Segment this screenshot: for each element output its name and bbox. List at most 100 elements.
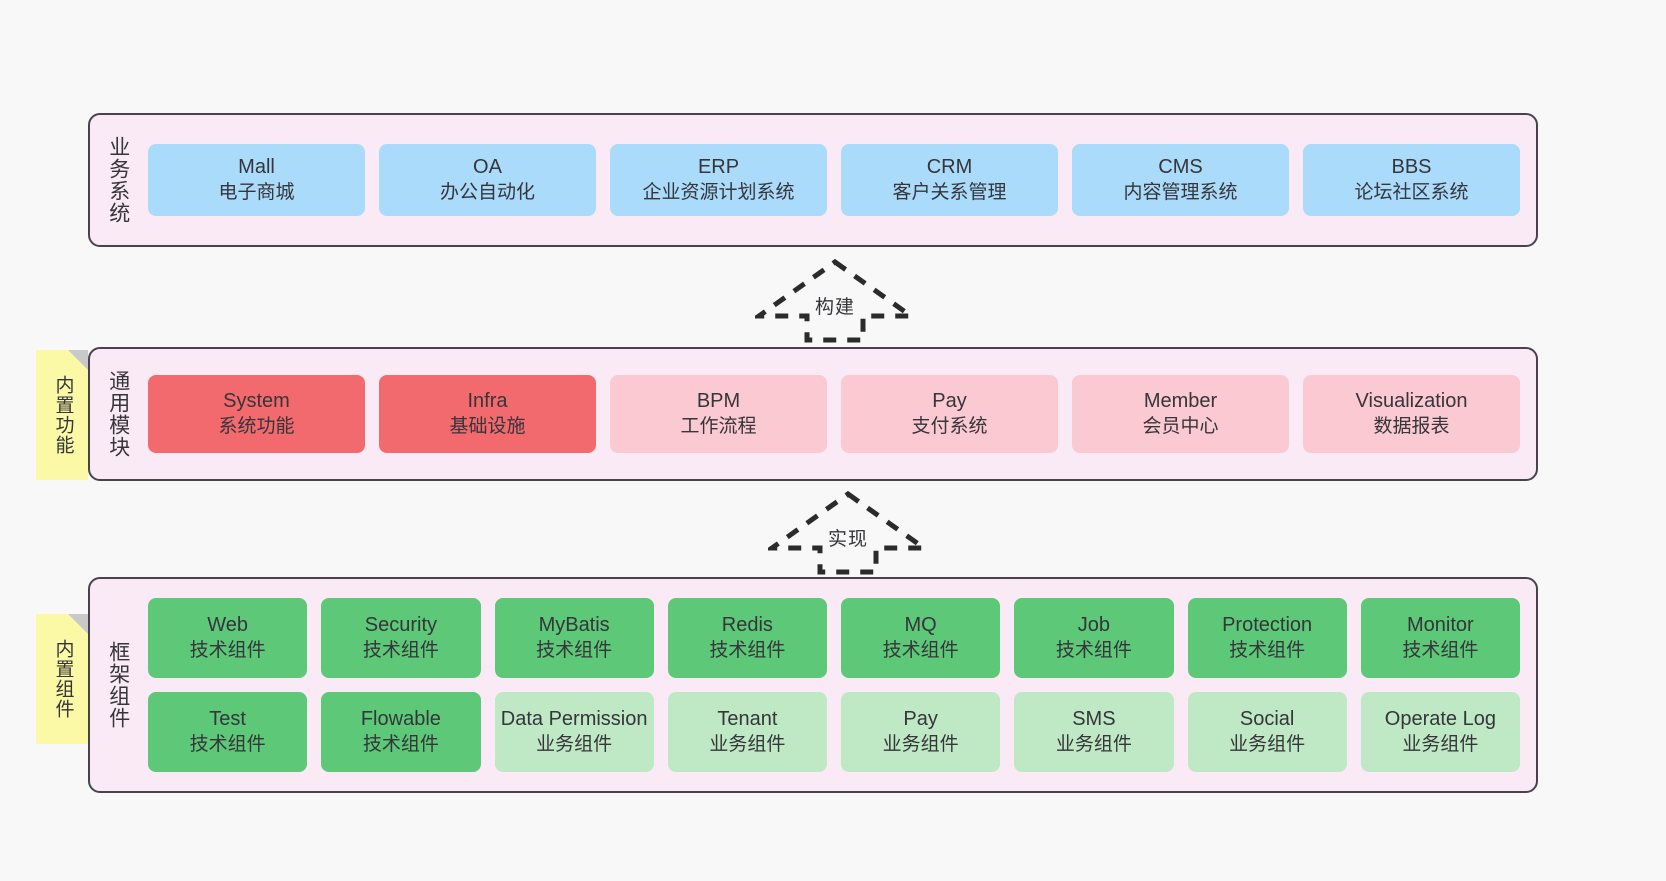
card-title-cn: 业务组件 <box>1055 733 1132 755</box>
dashed-up-arrow-icon <box>764 490 932 575</box>
card-title-cn: 系统功能 <box>218 415 295 437</box>
note-fold-corner-icon <box>68 614 88 634</box>
card-title-en: BBS <box>1391 156 1432 179</box>
card-mall[interactable]: Mall 电子商城 <box>148 144 365 216</box>
card-title-cn: 技术组件 <box>709 639 786 661</box>
card-web[interactable]: Web 技术组件 <box>148 598 308 678</box>
row-business-components: Test 技术组件 Flowable 技术组件 Data Permission … <box>148 692 1520 772</box>
card-pay-component[interactable]: Pay 业务组件 <box>841 692 1001 772</box>
card-title-en: Flowable <box>360 708 441 731</box>
card-title-cn: 技术组件 <box>1229 639 1306 661</box>
card-title-cn: 技术组件 <box>1055 639 1132 661</box>
card-title-en: Infra <box>467 390 508 413</box>
card-title-cn: 业务组件 <box>709 733 786 755</box>
card-title-en: OA <box>473 156 502 179</box>
note-builtin-components: 内置组件 <box>36 614 88 744</box>
layer-body-modules: System 系统功能 Infra 基础设施 BPM 工作流程 Pay 支付系统… <box>138 349 1536 479</box>
layer-common-modules: 通用模块 System 系统功能 Infra 基础设施 BPM 工作流程 Pay… <box>88 347 1538 481</box>
card-member[interactable]: Member 会员中心 <box>1072 375 1289 453</box>
card-flowable[interactable]: Flowable 技术组件 <box>321 692 481 772</box>
card-title-en: Web <box>207 614 248 637</box>
row-common-modules: System 系统功能 Infra 基础设施 BPM 工作流程 Pay 支付系统… <box>148 375 1520 453</box>
card-title-cn: 技术组件 <box>1402 639 1479 661</box>
card-infra[interactable]: Infra 基础设施 <box>379 375 596 453</box>
card-title-en: ERP <box>697 156 740 179</box>
card-title-en: Member <box>1143 390 1218 413</box>
card-title-en: Job <box>1077 614 1110 637</box>
card-title-cn: 技术组件 <box>882 639 959 661</box>
card-title-cn: 业务组件 <box>882 733 959 755</box>
card-crm[interactable]: CRM 客户关系管理 <box>841 144 1058 216</box>
card-title-cn: 技术组件 <box>362 733 439 755</box>
card-title-en: MQ <box>904 614 937 637</box>
card-title-en: Protection <box>1222 614 1313 637</box>
card-tenant[interactable]: Tenant 业务组件 <box>667 692 827 772</box>
card-security[interactable]: Security 技术组件 <box>321 598 481 678</box>
card-title-en: SMS <box>1072 708 1116 731</box>
card-title-cn: 会员中心 <box>1142 415 1219 437</box>
card-title-en: BPM <box>696 390 741 413</box>
card-title-cn: 工作流程 <box>680 415 757 437</box>
card-title-cn: 电子商城 <box>218 181 295 203</box>
note-fold-corner-icon <box>68 350 88 370</box>
card-job[interactable]: Job 技术组件 <box>1014 598 1174 678</box>
card-title-en: Pay <box>903 708 938 731</box>
card-title-cn: 企业资源计划系统 <box>642 181 795 203</box>
layer-body-framework: Web 技术组件 Security 技术组件 MyBatis 技术组件 Redi… <box>138 579 1536 791</box>
card-social[interactable]: Social 业务组件 <box>1187 692 1347 772</box>
card-test[interactable]: Test 技术组件 <box>148 692 308 772</box>
card-cms[interactable]: CMS 内容管理系统 <box>1072 144 1289 216</box>
card-title-cn: 技术组件 <box>362 639 439 661</box>
card-title-cn: 数据报表 <box>1373 415 1450 437</box>
card-title-en: Mall <box>238 156 275 179</box>
card-bbs[interactable]: BBS 论坛社区系统 <box>1303 144 1520 216</box>
card-title-en: Social <box>1239 708 1295 731</box>
card-title-cn: 业务组件 <box>1402 733 1479 755</box>
layer-title-business: 业务系统 <box>106 136 130 224</box>
card-mq[interactable]: MQ 技术组件 <box>841 598 1001 678</box>
card-operate-log[interactable]: Operate Log 业务组件 <box>1360 692 1520 772</box>
card-title-cn: 支付系统 <box>911 415 988 437</box>
card-title-cn: 办公自动化 <box>439 181 535 203</box>
card-title-en: Redis <box>721 614 773 637</box>
layer-body-business: Mall 电子商城 OA 办公自动化 ERP 企业资源计划系统 CRM 客户关系… <box>138 115 1536 245</box>
card-title-cn: 客户关系管理 <box>892 181 1007 203</box>
card-visualization[interactable]: Visualization 数据报表 <box>1303 375 1520 453</box>
card-sms[interactable]: SMS 业务组件 <box>1014 692 1174 772</box>
card-system[interactable]: System 系统功能 <box>148 375 365 453</box>
card-title-cn: 技术组件 <box>189 639 266 661</box>
layer-title-framework: 框架组件 <box>106 641 130 729</box>
card-title-en: Visualization <box>1355 390 1468 413</box>
note-label: 内置组件 <box>52 639 74 719</box>
card-title-en: Tenant <box>717 708 778 731</box>
card-title-en: MyBatis <box>538 614 610 637</box>
card-pay[interactable]: Pay 支付系统 <box>841 375 1058 453</box>
arrow-label-build: 构建 <box>814 297 855 318</box>
note-label: 内置功能 <box>52 375 74 455</box>
card-title-en: System <box>223 390 290 413</box>
card-title-cn: 技术组件 <box>536 639 613 661</box>
dashed-up-arrow-icon <box>751 258 919 343</box>
card-redis[interactable]: Redis 技术组件 <box>667 598 827 678</box>
note-builtin-features: 内置功能 <box>36 350 88 480</box>
card-title-cn: 技术组件 <box>189 733 266 755</box>
card-erp[interactable]: ERP 企业资源计划系统 <box>610 144 827 216</box>
card-mybatis[interactable]: MyBatis 技术组件 <box>494 598 654 678</box>
card-title-cn: 业务组件 <box>1229 733 1306 755</box>
card-title-en: Security <box>364 614 437 637</box>
card-protection[interactable]: Protection 技术组件 <box>1187 598 1347 678</box>
card-title-en: Test <box>209 708 246 731</box>
arrow-build: 构建 <box>751 258 919 344</box>
card-monitor[interactable]: Monitor 技术组件 <box>1360 598 1520 678</box>
card-title-en: Monitor <box>1407 614 1474 637</box>
card-title-en: Data Permission <box>500 708 648 731</box>
card-title-cn: 基础设施 <box>449 415 526 437</box>
row-tech-components: Web 技术组件 Security 技术组件 MyBatis 技术组件 Redi… <box>148 598 1520 678</box>
layer-title-modules: 通用模块 <box>106 370 130 458</box>
card-oa[interactable]: OA 办公自动化 <box>379 144 596 216</box>
card-title-cn: 内容管理系统 <box>1123 181 1238 203</box>
card-title-en: Pay <box>932 390 967 413</box>
card-data-permission[interactable]: Data Permission 业务组件 <box>494 692 654 772</box>
card-bpm[interactable]: BPM 工作流程 <box>610 375 827 453</box>
